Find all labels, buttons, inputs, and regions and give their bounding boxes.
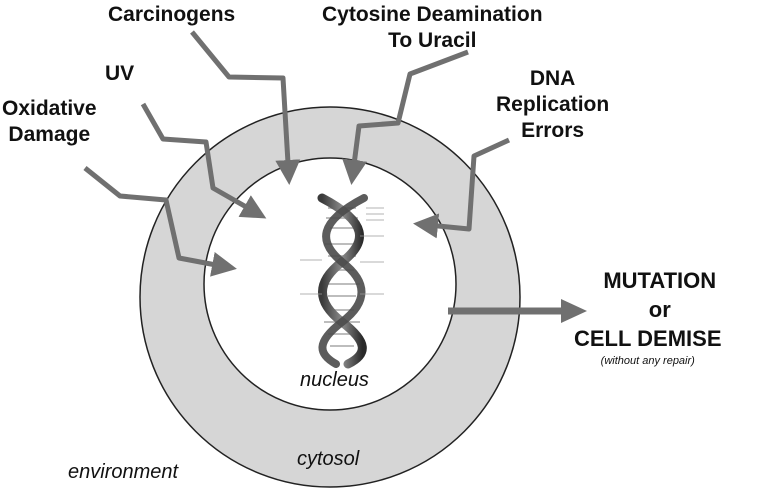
label-nucleus: nucleus xyxy=(300,369,369,391)
arrow-dna-errors xyxy=(413,137,511,239)
outcome-cell-demise: CELL DEMISE xyxy=(574,326,722,351)
dna-double-helix-icon xyxy=(300,193,384,369)
outcome-or: or xyxy=(648,297,671,322)
label-cytosol: cytosol xyxy=(297,448,360,470)
label-carcinogens: Carcinogens xyxy=(108,3,236,26)
label-uv: UV xyxy=(105,62,135,85)
arrow-uv xyxy=(140,102,267,219)
label-cytosine-deamination: Cytosine Deamination To Uracil xyxy=(322,3,543,52)
outcome-arrowhead xyxy=(561,299,587,323)
label-dna-replication-errors: DNA Replication Errors xyxy=(496,67,610,142)
outcome-mutation: MUTATION xyxy=(603,268,717,293)
label-environment: environment xyxy=(68,461,179,483)
arrow-carcinogens xyxy=(190,30,301,185)
arrow-oxidative xyxy=(83,166,237,277)
label-oxidative-damage: Oxidative Damage xyxy=(2,97,97,146)
arrow-cytosine xyxy=(342,49,469,185)
outcome-note: (without any repair) xyxy=(600,355,695,367)
outcome-label: MUTATION or CELL DEMISE (without any rep… xyxy=(574,266,722,369)
